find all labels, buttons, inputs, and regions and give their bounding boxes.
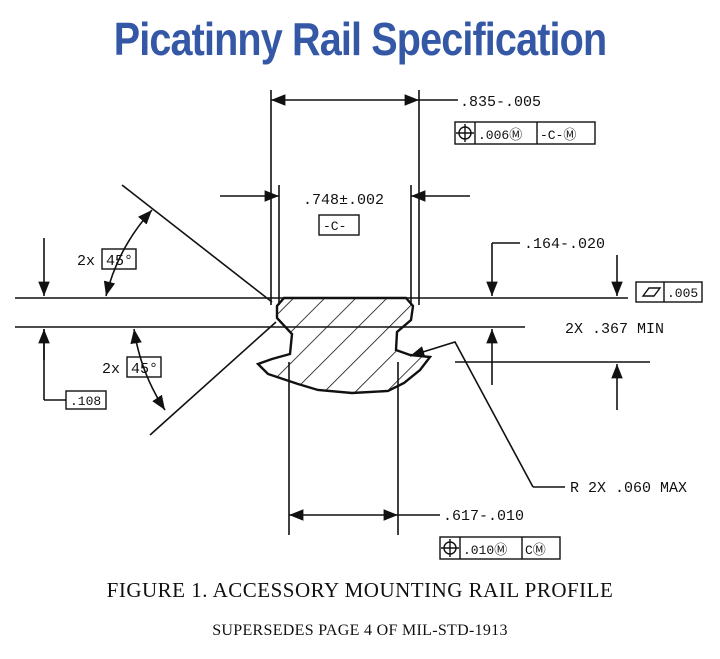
figure-subcaption: SUPERSEDES PAGE 4 OF MIL-STD-1913: [212, 622, 508, 639]
tol-top-value: .006Ⓜ: [478, 128, 522, 143]
left-dim-box: [65, 390, 107, 410]
inner-width-label: .748±.002: [303, 192, 384, 209]
datum-c-label: -C-: [323, 219, 346, 234]
angle-top-value: 45°: [106, 253, 133, 270]
datum-c-box: [318, 214, 360, 236]
height-label: .164-.020: [524, 236, 605, 253]
flatness-value: .005: [667, 286, 698, 301]
left-dim-value: .108: [70, 394, 101, 409]
angle-top-box: [101, 248, 137, 270]
figure-caption: FIGURE 1. ACCESSORY MOUNTING RAIL PROFIL…: [106, 578, 614, 602]
page-title: Picatinny Rail Specification: [113, 13, 607, 65]
angle-bottom-prefix: 2x: [102, 361, 120, 378]
angle-arc-top: [103, 209, 153, 297]
radius-label: R 2X .060 MAX: [570, 480, 687, 497]
angle-bottom-box: [126, 356, 162, 378]
tol-box-top: [454, 121, 596, 145]
angle-top-prefix: 2x: [77, 253, 95, 270]
angle-arc-bottom: [130, 328, 166, 411]
tol-bottom-value: .010Ⓜ: [463, 543, 507, 558]
angle-line-bottom: [149, 321, 277, 436]
radius-leader: [409, 341, 534, 488]
angle-line-top: [121, 184, 273, 303]
rail-cross-section: [255, 296, 433, 395]
min-dim-label: 2X .367 MIN: [565, 321, 664, 338]
bottom-width-label: .617-.010: [443, 508, 524, 525]
tol-box-bottom: [439, 536, 561, 560]
tol-bottom-datum: CⓂ: [525, 543, 546, 558]
angle-bottom-value: 45°: [131, 361, 158, 378]
flatness-box: [635, 281, 703, 303]
tol-top-datum: -C-Ⓜ: [540, 128, 576, 143]
top-width-label: .835-.005: [460, 94, 541, 111]
